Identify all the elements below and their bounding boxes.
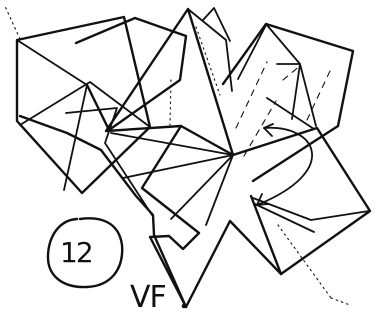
step-number: 12 <box>60 236 92 269</box>
front-left-panel <box>20 116 186 307</box>
arrow-head-top <box>264 124 273 136</box>
step-marker: 12 <box>48 218 122 287</box>
right-back-inner <box>238 24 316 126</box>
bottom-dotted-crease <box>278 225 350 305</box>
valley-fold-label: VF <box>130 280 166 315</box>
right-back-flap <box>223 24 353 181</box>
fold-label-dot <box>182 304 187 309</box>
left-dotted-crease <box>4 4 20 39</box>
apex-dotted-crease <box>170 27 220 125</box>
origami-paper-folds <box>4 4 370 307</box>
